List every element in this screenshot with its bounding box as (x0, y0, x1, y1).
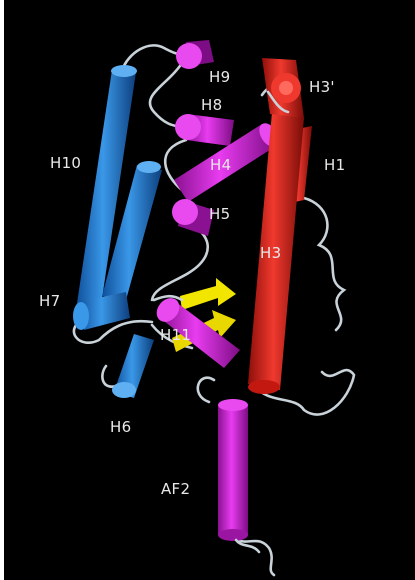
ribbon-diagram (4, 0, 415, 580)
helix-h6 (112, 334, 154, 398)
label-h8: H8 (201, 98, 222, 113)
coil-h11-af2 (198, 378, 214, 402)
coil-h1-loop (304, 198, 344, 330)
label-h9: H9 (209, 70, 230, 85)
helix-h9 (176, 40, 214, 69)
label-h1: H1 (324, 158, 345, 173)
protein-structure-figure: H9 H8 H3' H10 H4 H1 H5 H3 H7 H11 H6 AF2 (4, 0, 415, 580)
coil-h5-sheet (152, 226, 208, 300)
label-h5: H5 (209, 207, 230, 222)
label-af2: AF2 (161, 482, 190, 497)
coil-h6 (102, 366, 116, 387)
label-h3-prime: H3' (309, 80, 335, 95)
label-h10: H10 (50, 156, 81, 171)
helix-h5 (172, 199, 214, 236)
helix-af2 (218, 399, 248, 541)
label-h4: H4 (210, 158, 231, 173)
label-h3: H3 (260, 246, 281, 261)
label-h6: H6 (110, 420, 131, 435)
label-h11: H11 (160, 328, 191, 343)
label-h7: H7 (39, 294, 60, 309)
